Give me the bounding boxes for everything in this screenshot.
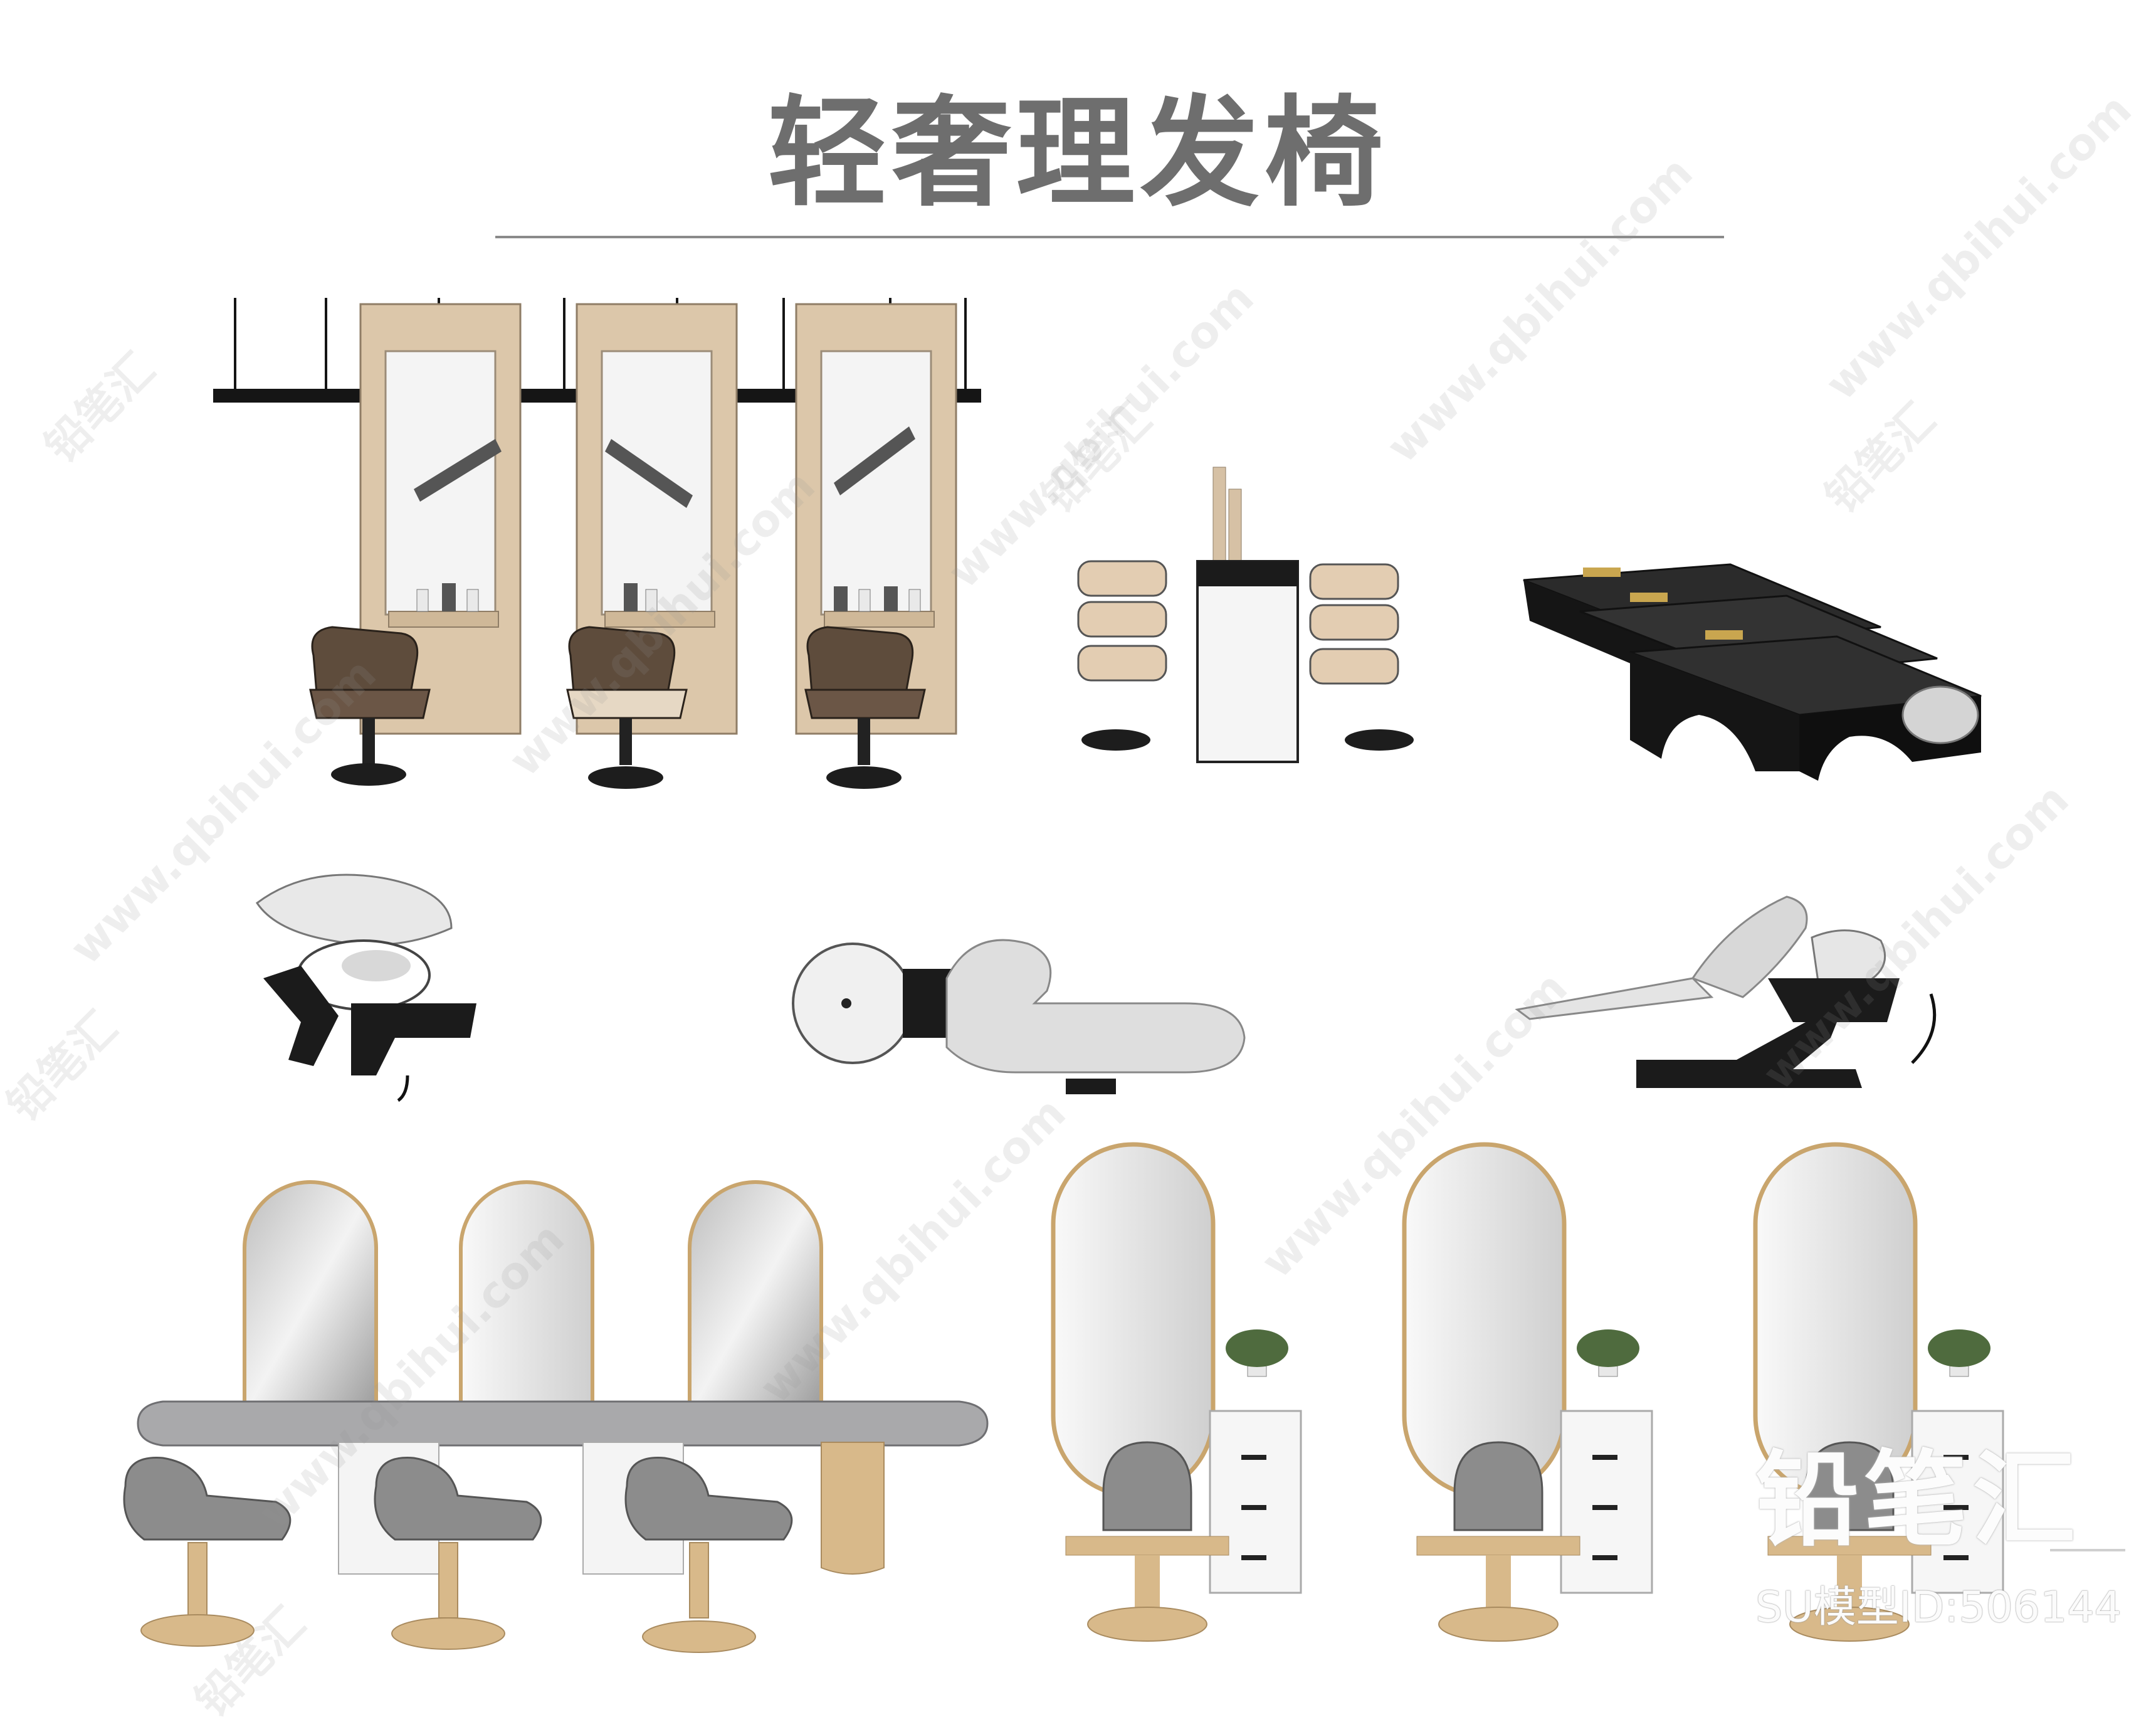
capsule-mirror-station-2: [1402, 1142, 1653, 1642]
capsule-mirror-station-1: [1051, 1142, 1302, 1642]
model-id-label: SU模型ID:506144: [1755, 1583, 2122, 1632]
title-divider: [495, 236, 1724, 238]
round-basin-shampoo-bed: [792, 939, 1246, 1094]
leather-chair-2: [566, 626, 688, 789]
marble-counter-arch-stations: [123, 1180, 989, 1653]
capsule-mirror-station-3: [1753, 1142, 2004, 1642]
arch-mirror-1: [243, 1180, 378, 1416]
double-sided-station: [1077, 467, 1414, 763]
washing-beds: [1523, 563, 1982, 781]
wood-frame-stations: [213, 298, 981, 789]
reclining-shampoo-bed: [1515, 895, 1937, 1088]
page-title: 轻奢理发椅: [767, 84, 1389, 223]
arch-mirror-3: [688, 1180, 823, 1416]
leather-chair-1: [309, 626, 431, 786]
leather-chair-3: [804, 626, 926, 789]
brand-logo-text: 铅笔汇: [1755, 1440, 2081, 1560]
brand-underline: [2050, 1549, 2125, 1551]
arch-mirror-2: [459, 1180, 594, 1416]
shampoo-bowl-chair: [255, 874, 476, 1102]
